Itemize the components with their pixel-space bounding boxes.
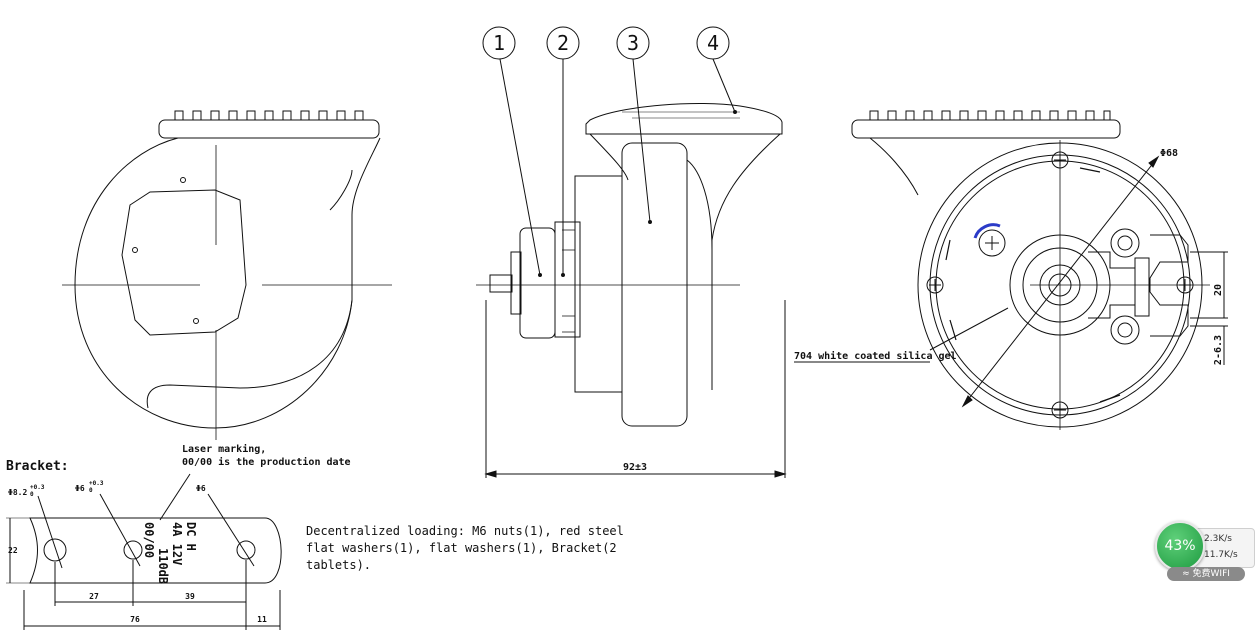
bracket [6,473,282,630]
silica-gel-note: 704 white coated silica gel [794,351,957,362]
callout-bubble-4 [696,26,730,60]
bracket-hole2-label: Φ6 [75,484,85,493]
bracket-hole3-label: Φ6 [196,484,206,493]
dim-20: 20 [1213,284,1224,296]
laser-marking-note: Laser marking, 00/00 is the production d… [182,444,351,468]
wifi-icon: ≈ [1182,569,1190,579]
right-view [794,110,1228,430]
bracket-marking-line2: 4A 12V [170,522,184,565]
bracket-title: Bracket: [6,459,69,474]
download-speed: 11.7K/s [1204,550,1238,560]
bracket-dim-76: 76 [130,615,140,624]
bracket-hole1-label: Φ8.2 [8,488,27,497]
free-wifi-button[interactable]: ≈ 免费WIFI [1167,567,1245,581]
bracket-dim-27: 27 [89,592,99,601]
middle-view [476,26,787,478]
dim-2-6-3: 2-6.3 [1213,335,1224,365]
free-wifi-label: 免费WIFI [1192,569,1230,579]
bracket-marking-line4: 00/00 [142,522,156,558]
callout-label-3: 3 [627,31,639,55]
left-view [62,110,392,440]
callout-bubble-2 [546,26,580,60]
callout-bubble-1 [482,26,516,60]
network-speed-widget[interactable]: ↑ 2.3K/s ↓ 11.7K/s 43% ≈ 免费WIFI [1155,521,1255,585]
bracket-hole1-tol2: 0 [30,491,34,498]
bracket-dim-39: 39 [185,592,195,601]
bracket-height-label: 22 [8,546,18,555]
bracket-hole2-tol2: 0 [89,487,93,494]
callout-label-4: 4 [707,31,719,55]
usage-percent-badge[interactable]: 43% [1155,521,1205,571]
upload-speed: 2.3K/s [1204,534,1232,544]
loading-note: Decentralized loading: M6 nuts(1), red s… [306,524,624,572]
bracket-marking-line1: DC H [184,522,198,551]
bracket-marking-line3: 110dB [156,548,170,584]
bracket-dim-11: 11 [257,615,267,624]
bracket-hole1-tol: +0.3 [30,484,45,491]
bracket-hole2-tol: +0.3 [89,480,104,487]
dim-width-92: 92±3 [623,462,647,473]
callout-label-1: 1 [493,31,505,55]
callout-bubble-3 [616,26,650,60]
dim-dia-68: Φ68 [1160,148,1178,159]
callout-label-2: 2 [557,31,569,55]
